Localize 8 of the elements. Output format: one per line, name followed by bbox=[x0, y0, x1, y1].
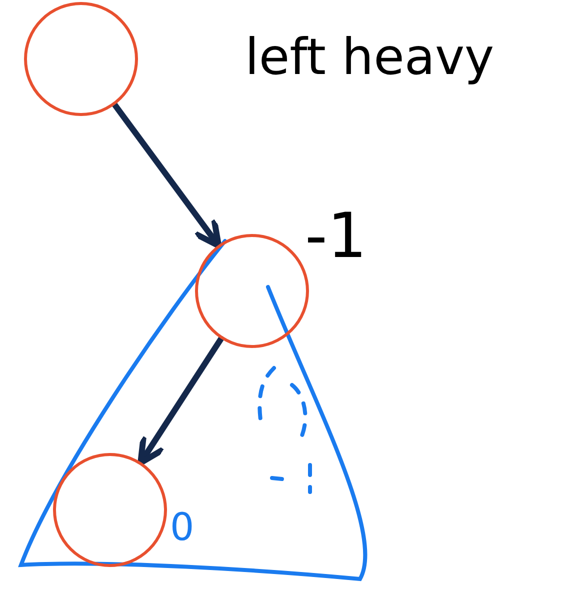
node-annotation: -1 bbox=[305, 205, 367, 267]
handwritten-note: left heavy bbox=[245, 28, 494, 86]
arrow bbox=[138, 336, 224, 466]
tree-node-circle bbox=[195, 234, 309, 348]
tree-node-circle bbox=[24, 2, 138, 116]
arrow bbox=[112, 102, 222, 249]
node-annotation: 0 bbox=[170, 508, 194, 546]
tree-node-circle bbox=[53, 453, 167, 567]
